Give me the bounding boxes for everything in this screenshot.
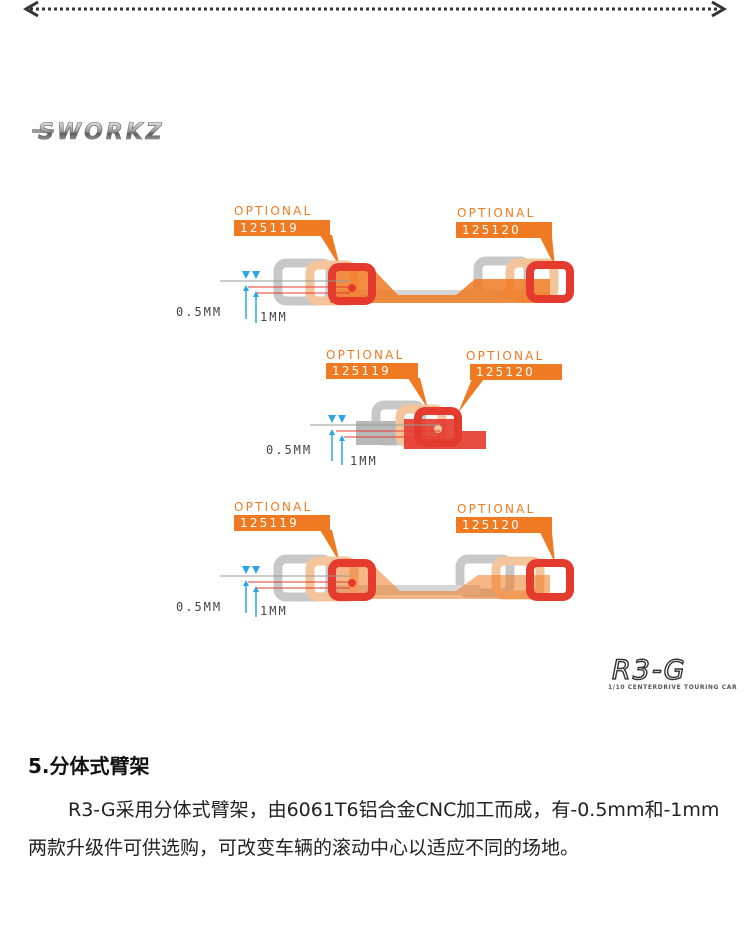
product-subtitle: 1/10 CENTERDRIVE TOURING CAR bbox=[608, 684, 738, 691]
offset-label: 0.5MM bbox=[176, 305, 222, 319]
arrow-left-icon bbox=[23, 0, 39, 18]
offset-label: 1MM bbox=[350, 454, 378, 468]
feature-section: 5.分体式臂架 R3-G采用分体式臂架，由6061T6铝合金CNC加工而成，有-… bbox=[28, 750, 728, 867]
section-title: 5.分体式臂架 bbox=[28, 754, 150, 778]
arm-diagram-figure: OPTIONAL 125119 OPTIONAL 125120 0.5MM bbox=[176, 204, 574, 618]
part-tag bbox=[326, 363, 418, 379]
brand-logo: SWORKZ bbox=[32, 120, 165, 145]
part-number: 125120 bbox=[476, 365, 535, 379]
diagram-middle: OPTIONAL 125119 OPTIONAL 125120 0.5MM 1M… bbox=[266, 348, 562, 468]
diagram-top: OPTIONAL 125119 OPTIONAL 125120 0.5MM bbox=[176, 204, 574, 324]
product-name: R3-G bbox=[612, 655, 687, 684]
part-number: 125120 bbox=[462, 518, 521, 532]
part-tag bbox=[456, 517, 552, 533]
section-body: R3-G采用分体式臂架，由6061T6铝合金CNC加工而成，有-0.5mm和-1… bbox=[28, 799, 720, 859]
part-tag bbox=[470, 364, 562, 380]
optional-label: OPTIONAL bbox=[326, 348, 404, 362]
part-number: 125119 bbox=[240, 221, 299, 235]
optional-label: OPTIONAL bbox=[234, 204, 312, 218]
offset-label: 0.5MM bbox=[266, 443, 312, 457]
part-tag bbox=[456, 222, 552, 238]
part-number: 125120 bbox=[462, 223, 521, 237]
product-logo: R3-G 1/10 CENTERDRIVE TOURING CAR bbox=[598, 652, 737, 694]
part-number: 125119 bbox=[240, 516, 299, 530]
arrow-right-icon bbox=[711, 0, 727, 18]
offset-label: 0.5MM bbox=[176, 600, 222, 614]
part-number: 125119 bbox=[332, 364, 391, 378]
offset-label: 1MM bbox=[260, 604, 288, 618]
top-divider bbox=[23, 0, 727, 18]
part-tag bbox=[234, 220, 330, 236]
diagram-bottom: OPTIONAL 125119 OPTIONAL 125120 0.5MM 1M… bbox=[176, 500, 574, 618]
optional-label: OPTIONAL bbox=[457, 502, 535, 516]
part-tag bbox=[234, 515, 330, 531]
optional-label: OPTIONAL bbox=[466, 349, 544, 363]
optional-label: OPTIONAL bbox=[457, 206, 535, 220]
brand-logo-text: SWORKZ bbox=[38, 120, 165, 145]
optional-label: OPTIONAL bbox=[234, 500, 312, 514]
product-logo-mark: R3-G bbox=[611, 654, 687, 686]
offset-label: 1MM bbox=[260, 310, 288, 324]
